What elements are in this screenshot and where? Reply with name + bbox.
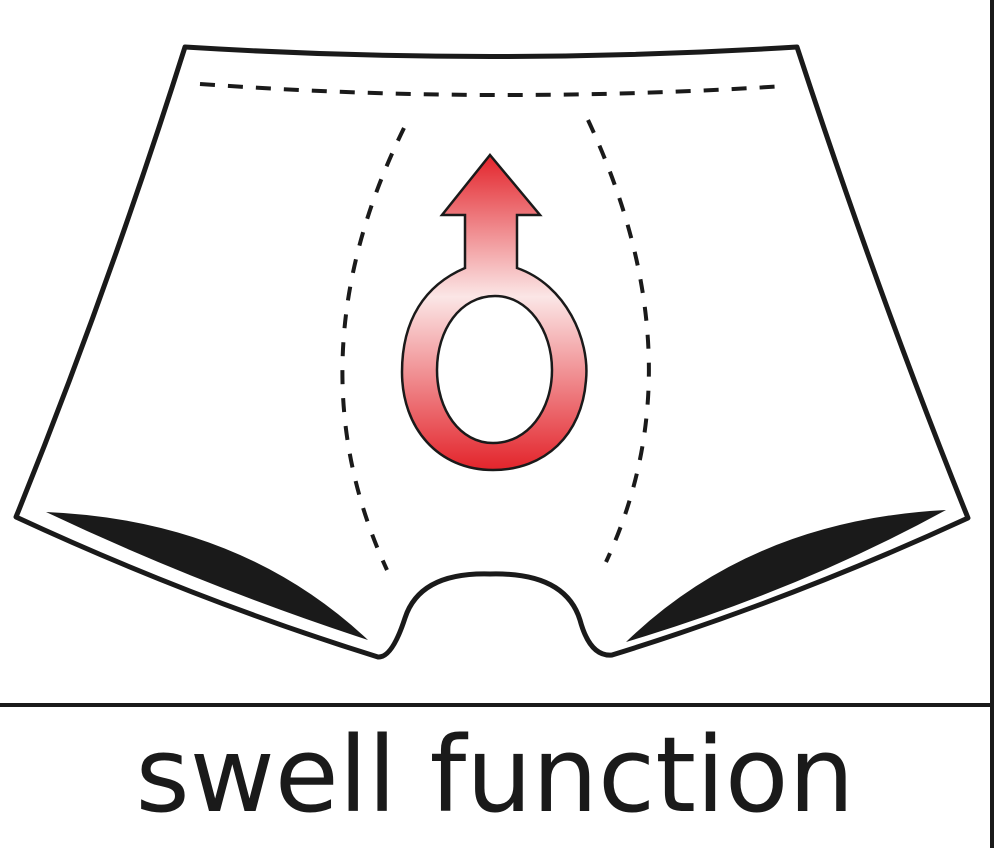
- leg-opening-left: [46, 512, 368, 640]
- caption: swell function: [0, 707, 990, 848]
- waistband-seam: [199, 82, 786, 98]
- garment-outline: [13, 44, 971, 660]
- pouch-seam-right: [586, 119, 651, 563]
- caption-text: swell function: [135, 713, 855, 836]
- frame-border-right: [990, 0, 994, 848]
- caption-divider: [0, 703, 994, 707]
- leg-opening-right: [626, 510, 946, 642]
- pouch-seam-left: [340, 127, 406, 571]
- boxer-briefs-icon: [13, 44, 971, 660]
- male-symbol-icon: [400, 153, 588, 472]
